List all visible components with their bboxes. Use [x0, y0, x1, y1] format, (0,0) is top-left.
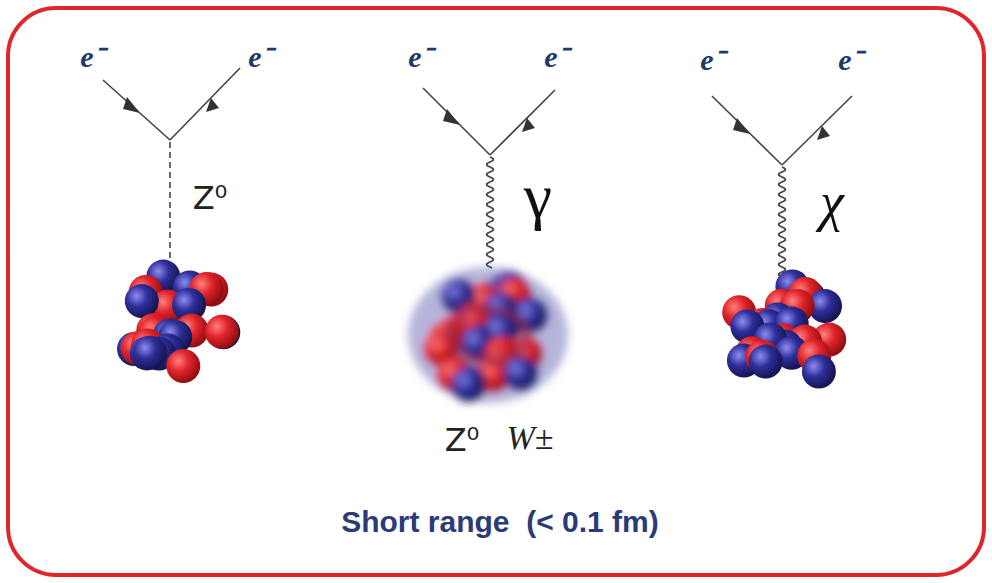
nucleon-sphere: [749, 345, 783, 379]
arrow-head: [123, 97, 140, 113]
nucleon-sphere: [166, 349, 200, 383]
nucleon-sphere: [205, 315, 239, 349]
frame-border: [8, 8, 984, 575]
electron-label: e⁻: [700, 38, 723, 79]
dark-boson-label: χ: [820, 171, 844, 233]
electron-lines-3: [712, 96, 852, 165]
electron-lines-2: [423, 88, 555, 155]
electron-label: e⁻: [838, 38, 861, 79]
boson-label: W±: [507, 419, 554, 457]
arrow-head: [733, 118, 750, 134]
nucleus: [722, 269, 846, 388]
nucleon-sphere: [802, 355, 836, 389]
arrow-head: [206, 98, 219, 112]
nucleon-sphere: [125, 284, 159, 318]
arrow-head: [443, 109, 460, 125]
electron-label: e⁻: [248, 35, 271, 76]
electron-label: e⁻: [80, 35, 103, 76]
boson-line: [779, 167, 786, 278]
blurred-nucleus: [408, 267, 568, 403]
boson-label: Z⁰: [445, 421, 480, 459]
nucleon-sphere: [451, 368, 485, 402]
arrow-head: [817, 126, 830, 140]
photon-label: γ: [524, 159, 552, 233]
electron-lines-1: [103, 68, 240, 262]
boson-label: Z⁰: [193, 179, 228, 217]
photon-line: [487, 157, 494, 268]
arrow-head: [522, 118, 535, 132]
electron-label: e⁻: [544, 35, 567, 76]
electron-label: e⁻: [408, 35, 431, 76]
nucleon-sphere: [133, 336, 167, 370]
caption-text: Short range (< 0.1 fm): [341, 505, 659, 539]
nucleus: [117, 260, 240, 383]
